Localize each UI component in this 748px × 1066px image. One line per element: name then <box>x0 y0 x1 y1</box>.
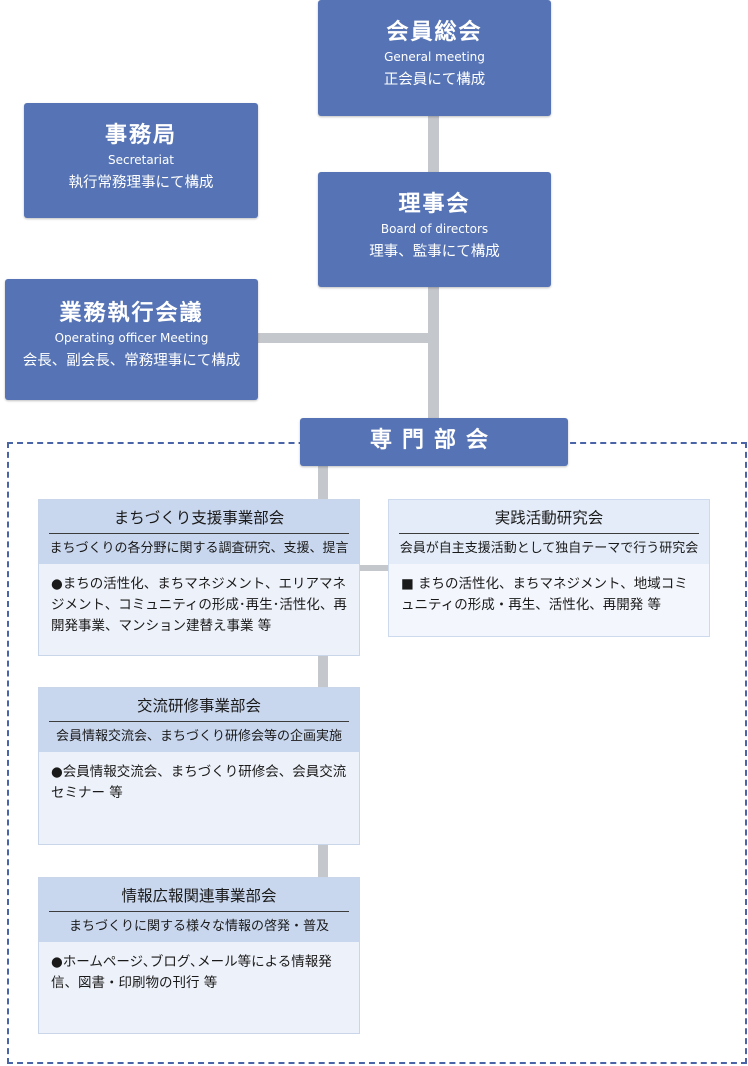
exchange-panel: 交流研修事業部会 会員情報交流会、まちづくり研修会等の企画実施 ●会員情報交流会… <box>38 687 360 845</box>
operating-desc: 会長、副会長、常務理事にて構成 <box>22 353 241 369</box>
connector-practice <box>358 565 389 571</box>
board-desc: 理事、監事にて構成 <box>369 244 500 260</box>
committees-box: 専門部会 <box>300 418 568 466</box>
board-title: 理事会 <box>398 192 471 217</box>
secretariat-title: 事務局 <box>104 123 177 148</box>
connector-board-committees <box>428 286 439 418</box>
connector-exchange-pr <box>318 844 328 878</box>
pr-title: 情報広報関連事業部会 <box>49 886 349 912</box>
board-box: 理事会 Board of directors 理事、監事にて構成 <box>318 172 551 287</box>
general-meeting-box: 会員総会 General meeting 正会員にて構成 <box>318 0 551 116</box>
pr-panel: 情報広報関連事業部会 まちづくりに関する様々な情報の啓発・普及 ●ホームページ､… <box>38 877 360 1034</box>
general-meeting-sub: General meeting <box>384 50 485 64</box>
operating-title: 業務執行会議 <box>59 301 204 326</box>
board-sub: Board of directors <box>380 222 489 236</box>
secretariat-box: 事務局 Secretariat 執行常務理事にて構成 <box>24 103 258 218</box>
practice-panel: 実践活動研究会 会員が自主支援活動として独自テーマで行う研究会 ■ まちの活性化… <box>388 499 710 637</box>
machizukuri-title: まちづくり支援事業部会 <box>49 508 349 534</box>
machizukuri-panel: まちづくり支援事業部会 まちづくりの各分野に関する調査研究、支援、提言 ●まちの… <box>38 499 360 656</box>
general-meeting-title: 会員総会 <box>386 20 483 45</box>
secretariat-desc: 執行常務理事にて構成 <box>68 175 214 191</box>
pr-items: ●ホームページ､ブログ､メール等による情報発信、図書・印刷物の刊行 等 <box>51 954 332 991</box>
machizukuri-head: まちづくり支援事業部会 まちづくりの各分野に関する調査研究、支援、提言 <box>39 500 359 564</box>
practice-title: 実践活動研究会 <box>399 508 699 534</box>
committees-title: 専門部会 <box>369 428 498 453</box>
exchange-items: ●会員情報交流会、まちづくり研修会、会員交流セミナー 等 <box>51 764 347 801</box>
operating-box: 業務執行会議 Operating officer Meeting 会長、副会長、… <box>5 279 258 400</box>
machizukuri-desc: まちづくりの各分野に関する調査研究、支援、提言 <box>49 541 349 556</box>
practice-desc: 会員が自主支援活動として独自テーマで行う研究会 <box>399 541 699 556</box>
machizukuri-items: ●まちの活性化、まちマネジメント、エリアマネジメント、コミュニティの形成･再生･… <box>51 576 347 634</box>
connector-operating <box>257 333 429 343</box>
exchange-desc: 会員情報交流会、まちづくり研修会等の企画実施 <box>55 729 342 744</box>
secretariat-sub: Secretariat <box>107 153 175 167</box>
practice-head: 実践活動研究会 会員が自主支援活動として独自テーマで行う研究会 <box>389 500 709 564</box>
exchange-title: 交流研修事業部会 <box>49 696 349 722</box>
connector-committees-down <box>318 465 328 500</box>
practice-items: ■ まちの活性化、まちマネジメント、地域コミュニティの形成・再生、活性化、再開発… <box>401 576 688 613</box>
connector-machizukuri-exchange <box>318 655 328 688</box>
pr-head: 情報広報関連事業部会 まちづくりに関する様々な情報の啓発・普及 <box>39 878 359 942</box>
general-meeting-desc: 正会員にて構成 <box>383 72 486 88</box>
exchange-head: 交流研修事業部会 会員情報交流会、まちづくり研修会等の企画実施 <box>39 688 359 752</box>
connector-general-board <box>428 115 439 173</box>
pr-desc: まちづくりに関する様々な情報の啓発・普及 <box>68 919 329 934</box>
operating-sub: Operating officer Meeting <box>54 331 209 345</box>
